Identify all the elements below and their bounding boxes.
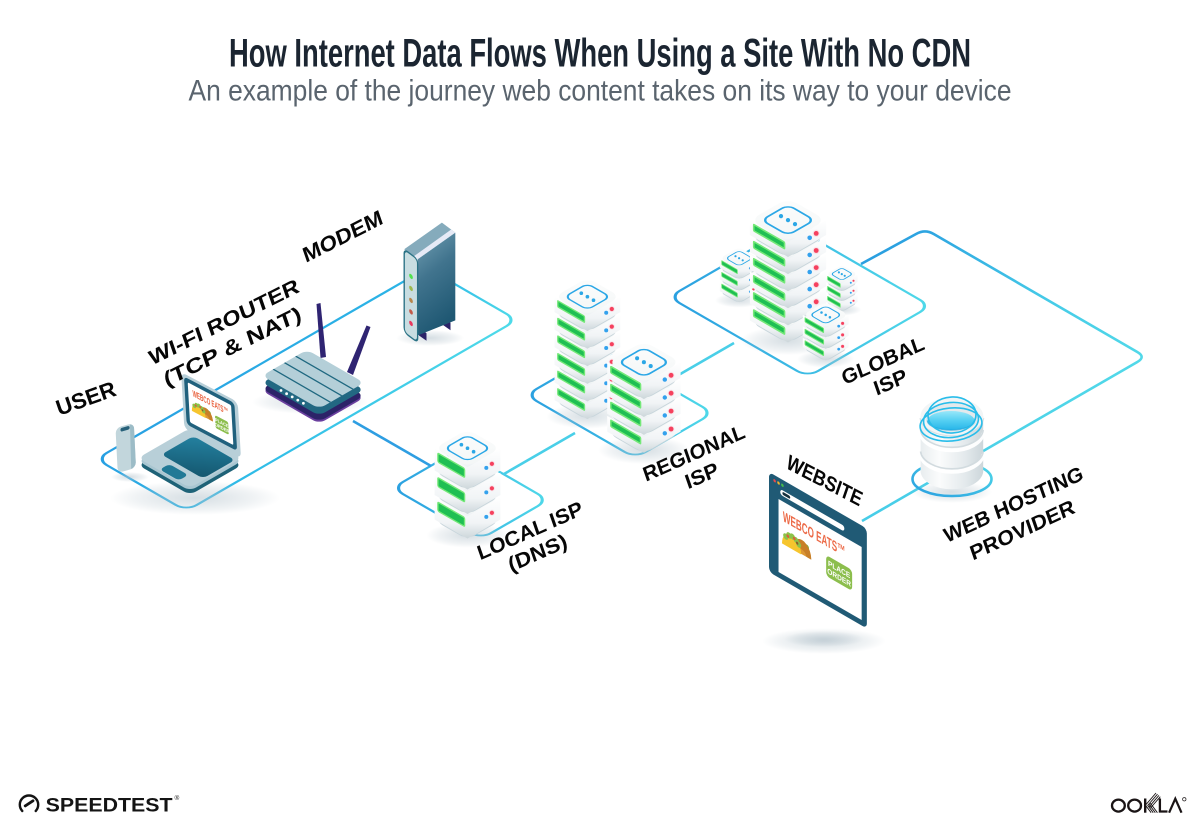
svg-text:How Internet Data Flows When U: How Internet Data Flows When Using a Sit… xyxy=(229,32,971,76)
svg-text:SPEEDTEST: SPEEDTEST xyxy=(46,795,173,817)
svg-text:An example of the journey web: An example of the journey web content ta… xyxy=(189,75,1012,108)
svg-text:®: ® xyxy=(175,794,180,802)
